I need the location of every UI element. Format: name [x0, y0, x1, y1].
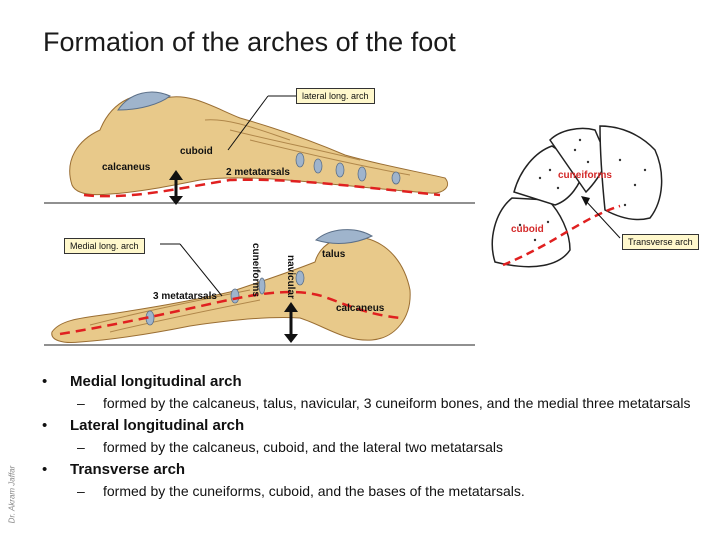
label-metatarsals-top: 2 metatarsals: [226, 167, 290, 178]
transverse-cross-section: [491, 125, 663, 268]
label-cuneiforms-section: cuneiforms: [558, 170, 612, 181]
bullet-medial-detail-text: formed by the calcaneus, talus, navicula…: [103, 395, 691, 411]
bullet-medial-detail: –formed by the calcaneus, talus, navicul…: [77, 395, 691, 411]
label-calcaneus-top: calcaneus: [102, 162, 151, 173]
label-cuneiforms: cuneiforms: [250, 243, 261, 297]
label-cuboid-top: cuboid: [180, 146, 213, 157]
arches-illustration: lateral long. arch Medial long. arch Tra…: [44, 88, 699, 346]
bullet-transverse-detail: –formed by the cuneiforms, cuboid, and t…: [77, 483, 525, 499]
bullet-transverse-detail-text: formed by the cuneiforms, cuboid, and th…: [103, 483, 525, 499]
bullet-lateral-detail-text: formed by the calcaneus, cuboid, and the…: [103, 439, 503, 455]
label-metatarsals-bottom: 3 metatarsals: [153, 291, 217, 302]
bullet-lateral-detail: –formed by the calcaneus, cuboid, and th…: [77, 439, 503, 455]
author-watermark: Dr. Akram Jaffar: [7, 465, 17, 524]
lateral-foot-bones: [69, 91, 449, 205]
label-calcaneus-bottom: calcaneus: [336, 303, 385, 314]
foot-bones-drawing: [44, 91, 663, 346]
lateral-arch-callout: lateral long. arch: [296, 88, 375, 104]
bullet-medial-heading: Medial longitudinal arch: [40, 372, 720, 391]
slide-title: Formation of the arches of the foot: [43, 27, 456, 57]
label-navicular: navicular: [285, 255, 296, 299]
medial-arch-callout: Medial long. arch: [64, 238, 145, 254]
label-cuboid-section: cuboid: [511, 224, 544, 235]
label-talus: talus: [322, 249, 346, 260]
bullet-transverse-heading: Transverse arch: [40, 460, 720, 479]
bullet-lateral-heading: Lateral longitudinal arch: [40, 416, 720, 435]
arch-bullet-list: Medial longitudinal arch –formed by the …: [40, 372, 720, 504]
medial-foot-bones: [51, 229, 411, 343]
transverse-arch-callout: Transverse arch: [622, 234, 699, 250]
